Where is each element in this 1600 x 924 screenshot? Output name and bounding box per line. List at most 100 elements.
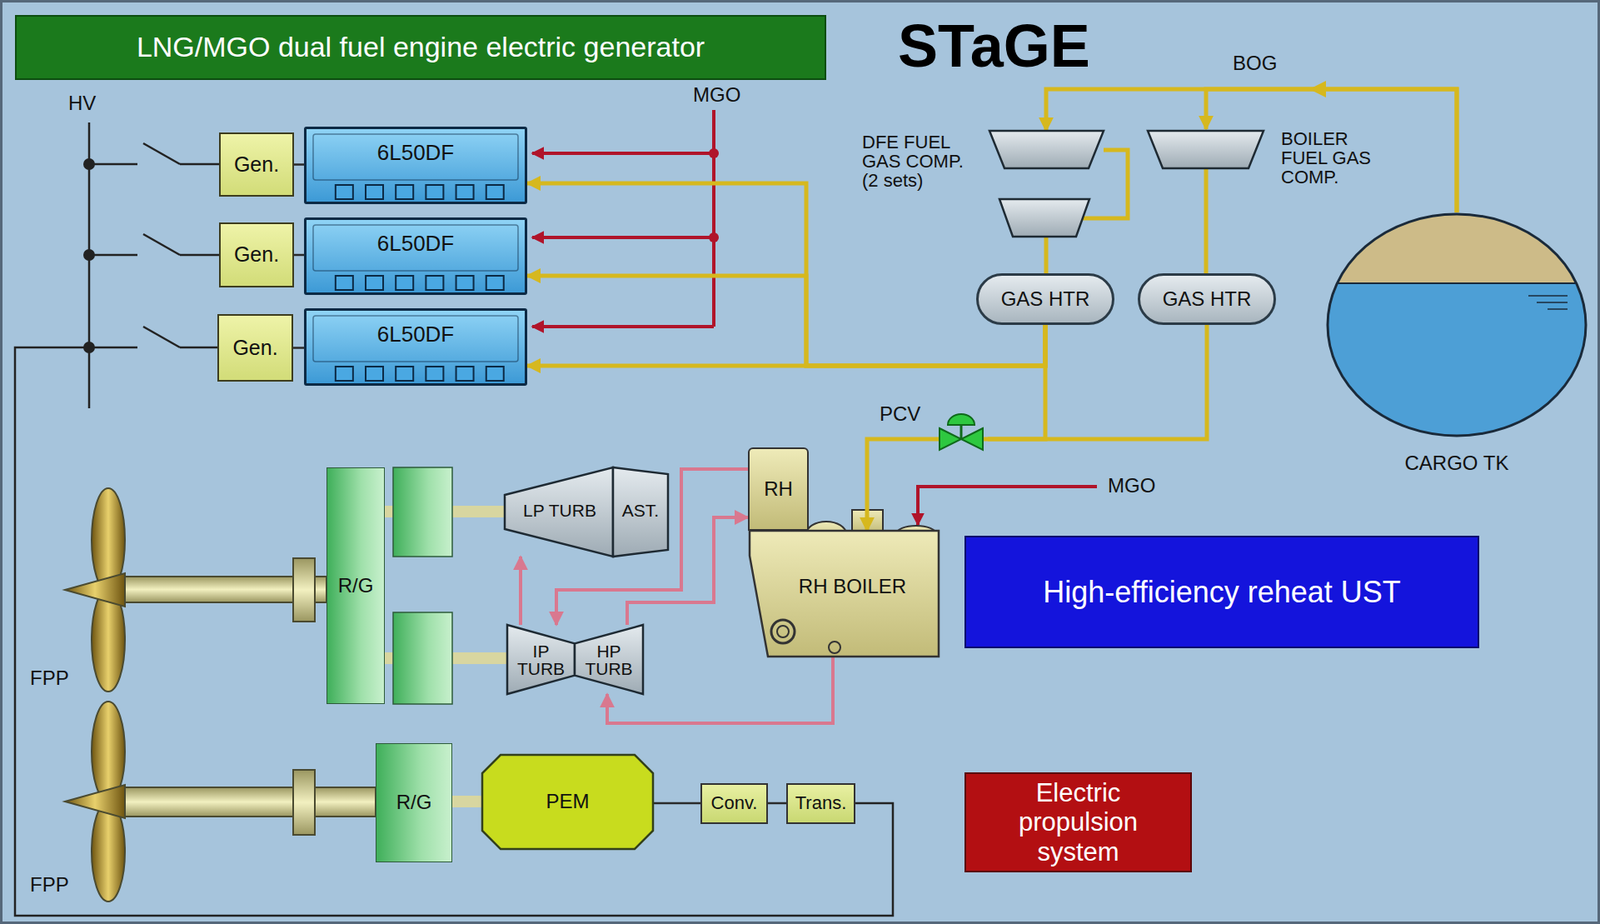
pressure-control-valve-shape — [876, 437, 940, 442]
text-holder: 6L50DF — [306, 310, 525, 384]
hv-bus — [143, 143, 180, 165]
hv-bus — [179, 254, 220, 257]
node-label: RH BOILER — [798, 575, 907, 598]
shape-outline — [507, 624, 575, 694]
pipe-connector — [1204, 189, 1209, 274]
pipe-connector — [527, 324, 1046, 366]
bus-junction — [83, 158, 95, 354]
engine-box: 6L50DF — [304, 126, 528, 205]
ip-turbine: IP TURB — [507, 624, 575, 694]
coupling — [393, 467, 453, 704]
pressure-control-valve-shape — [939, 428, 983, 450]
node-label: 6L50DF — [377, 231, 455, 256]
engine-box-shape — [313, 134, 519, 180]
node-label: DFE FUEL GAS COMP. (2 sets) — [862, 132, 967, 190]
caption-box: High-efficiency reheat UST — [964, 535, 1480, 648]
pipe-connector — [987, 324, 1207, 439]
pipe-connector — [293, 346, 305, 349]
hv-bus — [143, 234, 180, 255]
node-label: Gen. — [232, 336, 278, 360]
cargo-tank-shape — [1324, 282, 1590, 285]
node-label: 6L50DF — [377, 322, 455, 347]
mgo-junction — [708, 148, 719, 243]
stream-label: BOG — [1232, 51, 1277, 75]
hv-bus — [89, 163, 138, 166]
node-label: PCV — [879, 403, 921, 424]
pipe-connector — [452, 795, 483, 808]
engine-box-shape — [456, 184, 474, 200]
mgo-junction — [708, 148, 719, 159]
bus-junction — [83, 341, 95, 354]
pressure-control-valve: PCV — [876, 399, 988, 452]
propeller — [293, 558, 315, 622]
compressor-shape — [1204, 168, 1209, 190]
text-holder: GAS HTR — [1140, 275, 1274, 323]
stream-label: HV — [68, 91, 96, 115]
node-label: AST. — [613, 501, 668, 520]
text-holder: Trans. — [787, 784, 854, 823]
stream-label: MGO — [692, 83, 741, 107]
engine-box-shape — [425, 275, 444, 290]
boiler-shape — [771, 619, 795, 643]
engine-box-shape — [425, 184, 444, 200]
engine-box-shape — [313, 224, 519, 271]
pipe-connector — [987, 324, 1046, 439]
reduction-gear: R/G — [375, 742, 453, 863]
engine-box-shape — [365, 184, 384, 200]
diagram-title: STaGE — [897, 11, 1091, 80]
mgo-line — [712, 109, 716, 327]
pressure-control-valve-shape — [947, 413, 975, 425]
shape-outline — [574, 624, 643, 694]
propeller — [116, 787, 376, 817]
engine-box-shape — [313, 315, 519, 362]
pipe-connector — [527, 183, 1046, 366]
engine-box-shape — [486, 366, 504, 381]
node-label: BOILER FUEL GAS COMP. — [1280, 129, 1398, 187]
text-holder: RH BOILER — [749, 530, 939, 657]
cargo-tank-shape — [1528, 294, 1568, 297]
cargo-tank-shape — [1536, 301, 1568, 304]
mgo-line — [532, 151, 714, 155]
gas-heater: GAS HTR — [976, 273, 1115, 325]
transformer-box: Trans. — [786, 782, 856, 824]
cargo-tank: CARGO TK — [1324, 212, 1590, 484]
node-label: R/G — [396, 791, 433, 813]
bus-junction — [83, 158, 95, 170]
node-label: Trans. — [795, 792, 848, 813]
pipe-connector — [1046, 89, 1457, 213]
engine-box-shape — [395, 184, 414, 200]
text-holder: 6L50DF — [306, 219, 525, 293]
boiler-shape — [828, 641, 841, 653]
cargo-tank-shape — [1547, 308, 1568, 310]
generator-box: Gen. — [219, 222, 295, 288]
engine-box-shape — [395, 366, 414, 381]
title-banner: LNG/MGO dual fuel engine electric genera… — [14, 14, 827, 80]
hv-bus — [89, 254, 138, 257]
propeller — [64, 573, 125, 607]
hp-turbine: HP TURB — [574, 624, 643, 694]
generator-box: Gen. — [217, 314, 294, 382]
node-label: Electric propulsion system — [974, 777, 1182, 868]
pipe-connector — [652, 802, 701, 805]
shape-outline — [504, 467, 614, 557]
text-holder: LNG/MGO dual fuel engine electric genera… — [16, 16, 825, 79]
compressor: DFE FUEL GAS COMP. (2 sets) — [862, 130, 1109, 219]
engine-box: 6L50DF — [304, 217, 528, 295]
cargo-tank-shape — [1327, 214, 1586, 436]
text-holder: 6L50DF — [306, 129, 525, 202]
converter-box: Conv. — [700, 782, 768, 824]
mgo-line — [917, 486, 1097, 525]
engine-box-shape — [335, 366, 354, 381]
node-label: R/G — [338, 574, 374, 597]
hv-bus — [179, 163, 220, 166]
node-label: RH — [763, 478, 793, 500]
node-label: HP TURB — [574, 642, 643, 678]
stream-label: FPP — [29, 872, 70, 897]
engine-box-shape — [456, 366, 474, 381]
text-holder: IP TURB — [507, 624, 575, 694]
text-holder: Gen. — [220, 134, 293, 195]
propeller — [64, 784, 125, 818]
pipe-connector — [867, 438, 877, 531]
engine-box-shape — [365, 275, 384, 290]
